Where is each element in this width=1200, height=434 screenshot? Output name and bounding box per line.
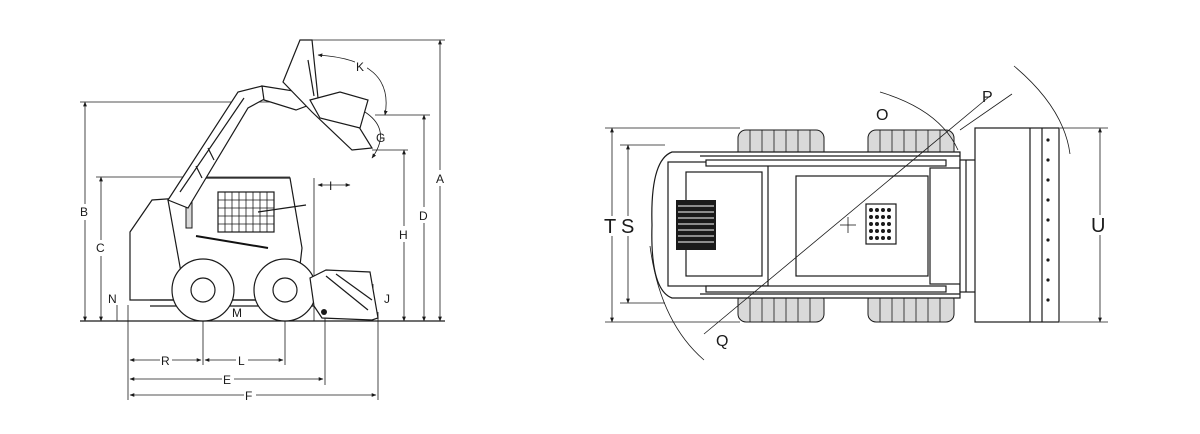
label-n: N	[108, 292, 117, 306]
turning-diagonal	[703, 95, 991, 335]
dimension-r: R	[127, 300, 204, 400]
label-m: M	[232, 306, 242, 320]
label-g: G	[376, 131, 385, 145]
label-h: H	[399, 228, 408, 242]
turning-arcs	[649, 65, 1071, 361]
label-q: Q	[716, 333, 728, 350]
label-f: F	[245, 389, 252, 403]
attachment-mount	[929, 159, 977, 293]
chassis-top	[651, 151, 961, 299]
label-o: O	[876, 107, 888, 124]
label-d: D	[419, 209, 428, 223]
cab-roof-grille	[865, 203, 897, 245]
label-b: B	[80, 205, 88, 219]
label-t: T	[604, 216, 616, 238]
wheel-rear	[171, 258, 235, 322]
rear-grille	[676, 200, 716, 250]
cab-grille	[217, 191, 275, 233]
label-r: R	[161, 354, 170, 368]
label-u: U	[1091, 215, 1105, 237]
dimension-a: A	[305, 39, 448, 322]
tire-front-bottom	[867, 291, 955, 323]
bucket-rollback	[309, 91, 369, 129]
label-l: L	[238, 354, 245, 368]
label-i: I	[329, 179, 332, 193]
dimension-g: G	[364, 111, 385, 159]
dimension-f: F	[129, 312, 379, 403]
bucket-lowered	[309, 269, 379, 321]
dimension-n: N	[108, 292, 118, 321]
bucket-top	[974, 127, 1060, 323]
label-p: P	[982, 89, 993, 106]
label-k: K	[356, 60, 364, 74]
dimension-u: U	[1060, 127, 1108, 323]
dimension-s: S	[620, 144, 665, 304]
side-view: B C N A D	[78, 39, 448, 403]
dimension-b: B	[78, 101, 300, 322]
label-s: S	[621, 216, 634, 238]
dimension-t: T	[603, 127, 740, 323]
dimension-k: K	[317, 53, 388, 116]
dimension-h: H	[372, 149, 412, 322]
wheel-front	[253, 258, 317, 322]
label-e: E	[223, 373, 231, 387]
dimension-e: E	[129, 312, 326, 387]
label-c: C	[96, 241, 105, 255]
label-j: J	[384, 292, 390, 306]
label-a: A	[436, 172, 444, 186]
dimension-d: D	[375, 114, 432, 322]
top-view: T S U	[603, 65, 1108, 361]
